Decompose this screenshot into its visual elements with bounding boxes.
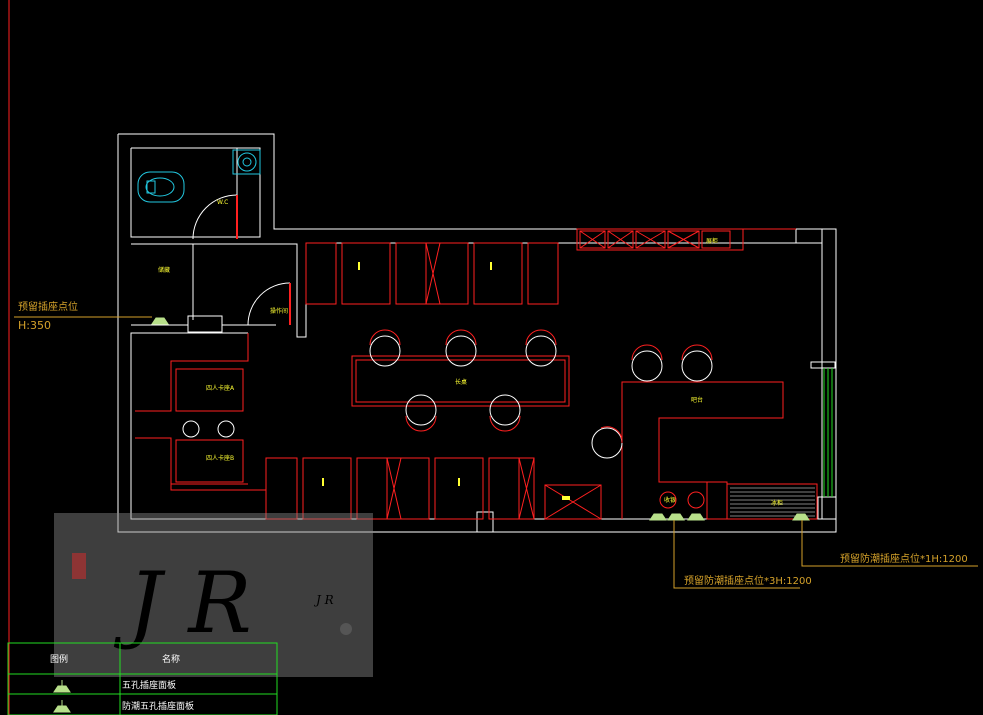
right-socket-annotation: 预留防潮插座点位*1H:1200: [840, 552, 968, 565]
furniture: [135, 228, 818, 520]
legend-table: [7, 642, 278, 715]
socket-circles: [659, 491, 705, 509]
big-table-label: 长桌: [455, 378, 467, 386]
watermark-small-text: J R: [313, 593, 334, 607]
watermark: J R J R: [54, 513, 373, 677]
counter-label: 收银: [664, 496, 676, 504]
bar-label: 吧台: [691, 396, 703, 404]
booth-label-2: 四人卡座B: [206, 454, 234, 462]
watermark-text: J R: [113, 554, 252, 652]
door-room-label: 操作间: [270, 307, 288, 315]
toilet-fixture: [137, 171, 185, 203]
fridge-hatch: [730, 487, 815, 517]
legend-name-header: 名称: [162, 653, 180, 665]
sink-fixture: [232, 149, 261, 175]
legend-symbol-header: 图例: [50, 653, 68, 665]
fridge-label: 冰柜: [771, 499, 783, 507]
storage-label: 储藏: [158, 266, 170, 274]
cabinet-markers: [322, 262, 570, 500]
leader-lines: [14, 316, 978, 589]
walls: [117, 133, 837, 533]
chairs: [182, 335, 713, 459]
socket-symbols: [151, 317, 810, 521]
display-label: 展柜: [706, 237, 718, 245]
booth-label-1: 四人卡座A: [206, 384, 235, 392]
doors: [192, 194, 291, 326]
right-window: [823, 368, 833, 497]
wc-label: W.C: [217, 199, 228, 206]
left-socket-title: 预留插座点位: [18, 300, 78, 313]
bottom-sockets-annotation: 预留防潮插座点位*3H:1200: [684, 574, 812, 587]
chair-backs: [369, 329, 713, 444]
left-socket-height: H:350: [18, 319, 51, 332]
legend-row-2-name: 防潮五孔插座面板: [122, 700, 194, 712]
legend-row-1-name: 五孔插座面板: [122, 679, 176, 691]
legend-symbols: [53, 680, 71, 713]
